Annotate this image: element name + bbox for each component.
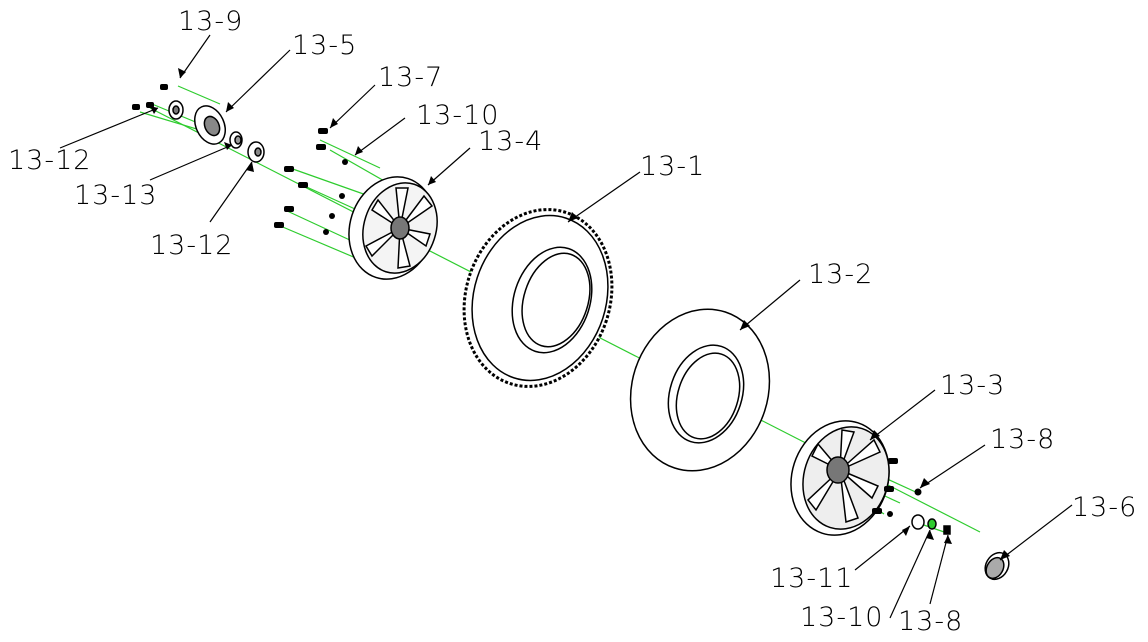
hub-flange-13-5 [168,100,226,145]
part-label-13-8: 13-8 [990,424,1056,455]
part-label-13-3: 13-3 [940,370,1006,401]
bearing-13-13 [229,131,243,149]
part-label-13-4: 13-4 [478,126,544,157]
part-label-13-5: 13-5 [292,30,358,61]
part-label-13-1: 13-1 [640,151,706,182]
rim-bolts-right [872,458,922,517]
washer-13-12 [247,141,265,163]
part-label-13-13: 13-13 [74,180,158,211]
inner-tube-13-2 [629,308,771,472]
part-label-13-2: 13-2 [808,259,874,290]
part-label-13-12-lower: 13-12 [150,230,234,261]
part-label-13-6: 13-6 [1072,492,1138,523]
rim-bolts-left [274,128,348,235]
hub-cap-13-6 [984,551,1010,581]
part-label-13-10: 13-10 [416,100,500,131]
part-label-13-10-lower: 13-10 [800,602,884,633]
part-label-13-8-lower: 13-8 [898,606,964,637]
part-label-13-11: 13-11 [770,563,854,594]
washer-13-11 [911,514,951,535]
rim-half-13-3 [790,420,890,536]
tire-13-1 [462,208,614,388]
small-bolts-left [132,84,168,110]
part-label-13-7: 13-7 [378,62,444,93]
part-label-13-12: 13-12 [8,145,92,176]
rim-half-13-4 [348,176,438,280]
part-label-13-9: 13-9 [178,6,244,37]
leader-arrowheads [150,68,1010,560]
leader-lines [59,34,1073,619]
